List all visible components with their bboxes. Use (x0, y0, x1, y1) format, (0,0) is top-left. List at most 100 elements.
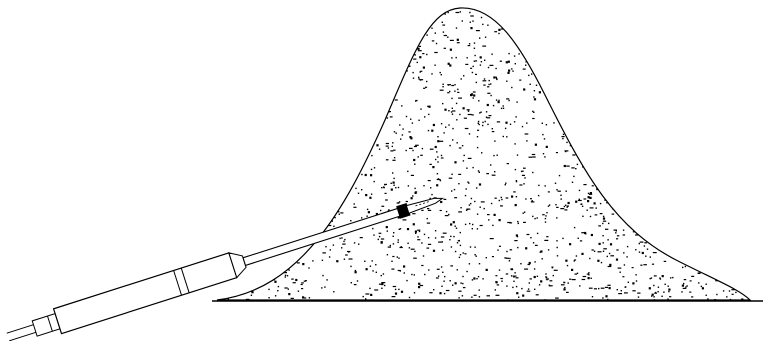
sand-grain (581, 252, 584, 255)
sand-grain (611, 90, 614, 92)
sand-grain (646, 231, 649, 233)
sand-grain (437, 136, 439, 138)
sand-grain (442, 249, 444, 251)
sand-grain (328, 256, 331, 258)
sand-grain (731, 289, 735, 291)
sand-grain (608, 287, 611, 290)
sand-grain (697, 162, 699, 164)
sand-grain (712, 109, 714, 111)
sand-grain (657, 90, 659, 92)
sand-grain (712, 204, 715, 207)
sand-grain (431, 40, 435, 42)
sand-grain (224, 32, 226, 35)
sand-grain (622, 213, 626, 215)
sand-grain (736, 179, 738, 182)
sand-grain (264, 193, 266, 195)
sand-grain (654, 291, 657, 294)
sand-grain (391, 15, 393, 17)
sand-grain (746, 218, 749, 222)
sand-grain (545, 88, 549, 91)
sand-grain (720, 130, 722, 132)
sand-grain (746, 31, 749, 33)
sand-grain (455, 11, 460, 14)
sand-grain (273, 279, 276, 281)
sand-grain (241, 232, 244, 235)
sand-grain (533, 66, 535, 68)
sand-grain (752, 160, 755, 161)
sand-grain (671, 37, 673, 40)
sand-grain (496, 284, 500, 286)
sand-grain (570, 84, 572, 86)
sand-grain (688, 246, 691, 248)
sand-grain (286, 174, 289, 177)
sand-grain (544, 185, 546, 187)
sand-grain (370, 54, 373, 57)
sand-grain (521, 8, 523, 11)
sand-grain (284, 149, 287, 152)
sand-grain (633, 169, 636, 172)
sand-grain (675, 257, 678, 260)
sand-grain (386, 254, 389, 256)
sand-grain (673, 85, 676, 87)
sand-grain (610, 145, 612, 147)
sand-grain (498, 199, 500, 202)
sand-grain (524, 268, 529, 270)
sand-grain (398, 257, 400, 259)
sand-grain (341, 95, 346, 97)
sand-grain (735, 201, 739, 203)
sand-grain (517, 30, 520, 33)
sand-grain (598, 97, 601, 101)
sand-grain (551, 95, 554, 97)
sand-grain (321, 204, 324, 207)
sand-grain (749, 216, 750, 219)
sand-grain (478, 100, 480, 102)
sand-grain (680, 25, 683, 27)
sand-grain (655, 246, 658, 248)
sand-grain (350, 220, 352, 222)
sand-grain (594, 7, 596, 9)
sand-grain (738, 246, 742, 249)
sand-grain (263, 69, 265, 71)
sand-grain (520, 35, 522, 38)
sand-grain (607, 76, 610, 78)
sand-grain (634, 187, 637, 189)
sand-grain (541, 45, 544, 47)
sand-grain (569, 243, 572, 246)
sand-grain (455, 102, 458, 105)
sand-grain (609, 263, 612, 266)
sand-grain (616, 235, 620, 237)
sand-grain (634, 45, 637, 48)
sand-grain (340, 136, 343, 138)
sand-grain (695, 215, 697, 217)
sand-grain (314, 56, 317, 58)
sand-grain (255, 267, 258, 269)
sand-grain (385, 47, 389, 50)
sand-grain (515, 234, 518, 237)
sand-grain (335, 96, 337, 98)
sand-grain (625, 64, 628, 67)
sand-grain (528, 156, 533, 158)
sand-grain (306, 177, 310, 179)
sand-grain (532, 110, 534, 113)
sand-grain (663, 86, 666, 90)
sand-grain (525, 61, 527, 63)
sand-grain (364, 121, 366, 123)
sand-grain (653, 299, 656, 300)
sand-grain (627, 170, 631, 173)
sand-grain (231, 215, 234, 217)
sand-grain (220, 25, 222, 27)
sand-grain (400, 290, 404, 293)
sand-grain (299, 21, 302, 23)
sand-grain (409, 136, 412, 139)
sand-grain (455, 56, 457, 59)
sand-grain (330, 91, 332, 94)
sand-grain (325, 222, 327, 224)
sand-grain (536, 217, 538, 219)
sand-grain (671, 39, 675, 42)
sand-grain (546, 212, 548, 214)
sand-grain (326, 41, 331, 43)
sand-grain (397, 216, 400, 219)
sand-grain (733, 251, 735, 253)
sand-grain (716, 293, 718, 296)
sand-grain (392, 235, 394, 237)
